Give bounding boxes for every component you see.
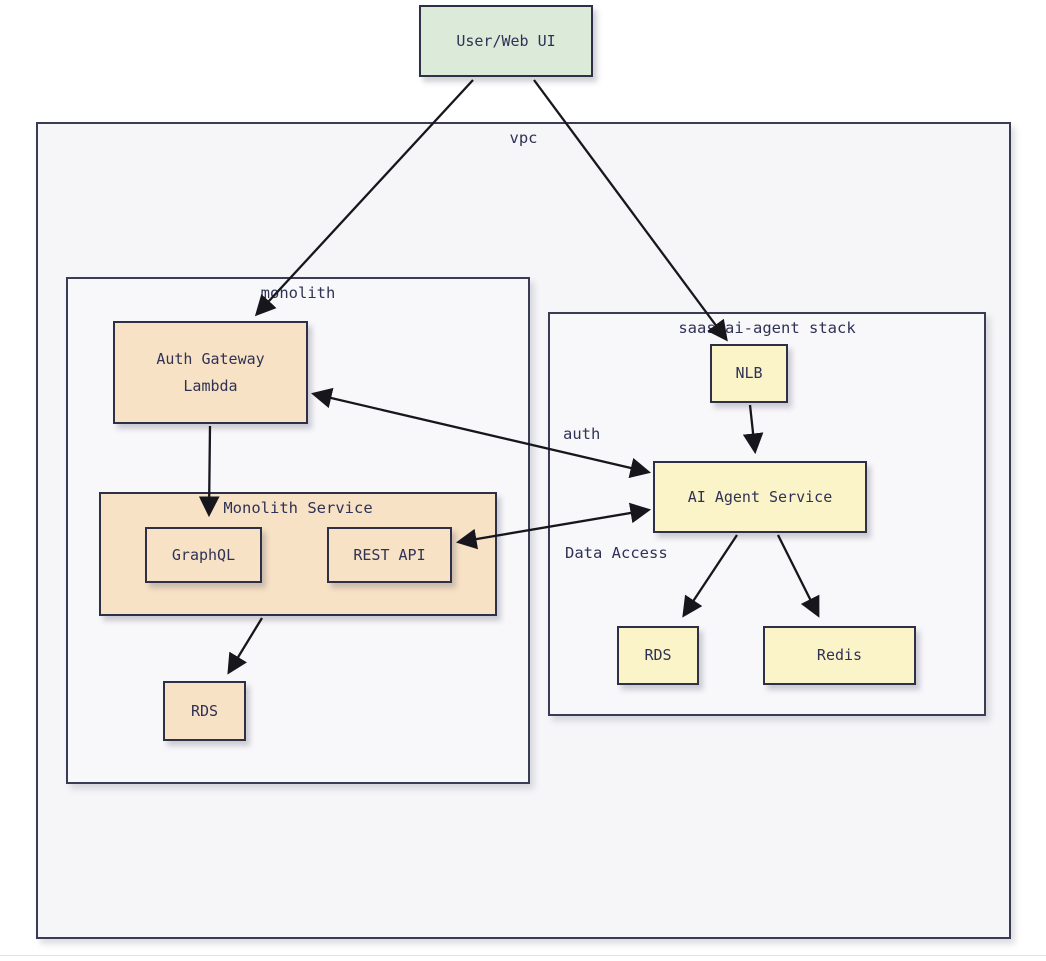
page-edge-divider — [0, 955, 1046, 956]
container-vpc-label: vpc — [509, 129, 538, 147]
container-saas-ai-agent-stack-label: saas-ai-agent stack — [678, 319, 856, 337]
node-ai-agent-service: AI Agent Service — [653, 461, 867, 533]
node-saas-rds-label: RDS — [644, 646, 672, 665]
node-rest-api-label: REST API — [353, 545, 426, 564]
node-auth-gateway-lambda: Auth Gateway Lambda — [113, 321, 308, 424]
node-auth-gateway-lambda-label-line2: Lambda — [183, 376, 238, 395]
container-monolith-label: monolith — [260, 284, 336, 302]
node-graphql: GraphQL — [145, 527, 262, 583]
node-user-web-ui-label: User/Web UI — [456, 31, 556, 50]
edge-label-auth: auth — [563, 425, 601, 443]
node-user-web-ui: User/Web UI — [419, 5, 593, 77]
edge-label-data-access: Data Access — [565, 544, 668, 562]
node-monolith-rds: RDS — [163, 681, 246, 741]
node-monolith-service-label: Monolith Service — [223, 499, 373, 517]
node-nlb: NLB — [710, 344, 788, 403]
node-monolith-rds-label: RDS — [190, 701, 219, 720]
node-saas-rds: RDS — [617, 626, 699, 685]
node-ai-agent-service-label: AI Agent Service — [687, 487, 833, 506]
node-auth-gateway-lambda-label-line1: Auth Gateway — [156, 350, 265, 369]
node-nlb-label: NLB — [735, 364, 763, 383]
node-redis-label: Redis — [816, 646, 863, 665]
node-redis: Redis — [763, 626, 916, 685]
node-rest-api: REST API — [327, 527, 452, 583]
node-graphql-label: GraphQL — [171, 545, 236, 564]
